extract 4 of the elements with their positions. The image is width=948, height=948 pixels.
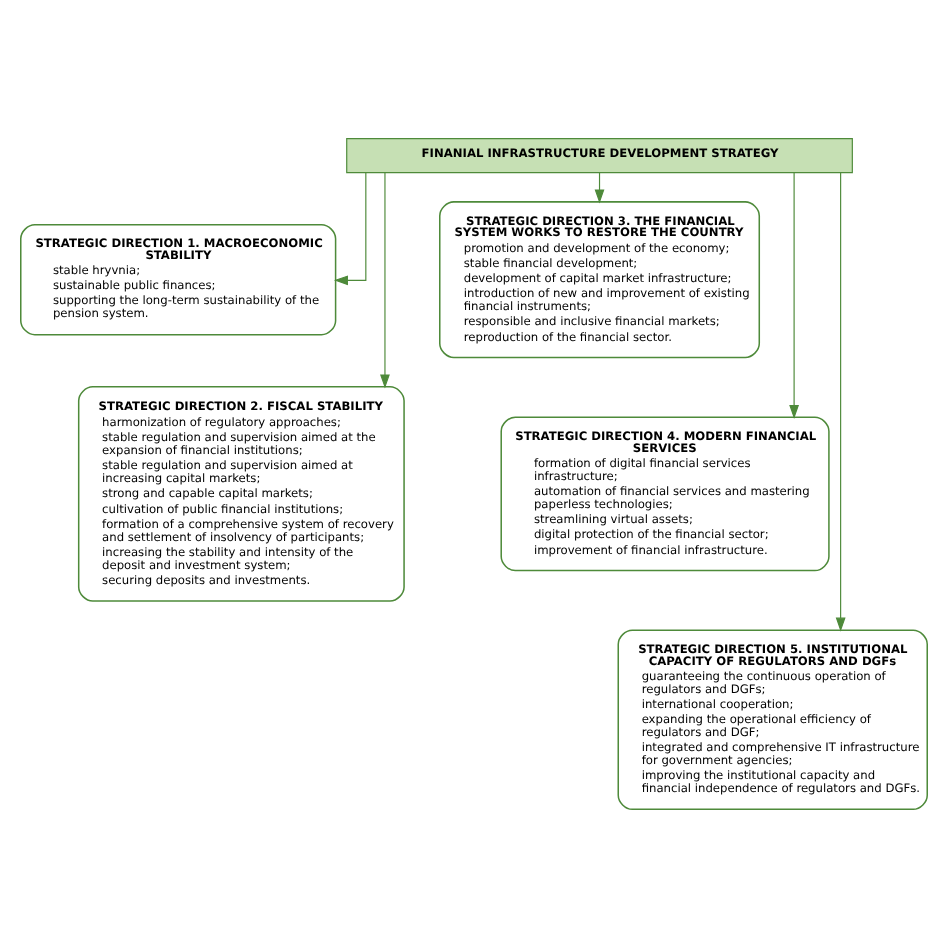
arrow bbox=[333, 172, 367, 286]
arrow bbox=[789, 172, 800, 419]
arrow bbox=[380, 172, 390, 389]
arrow bbox=[835, 172, 846, 632]
